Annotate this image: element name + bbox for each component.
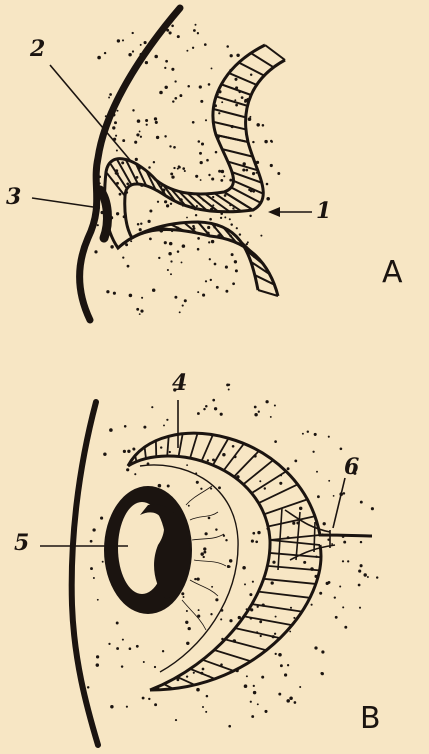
- leader-line-3: [32, 198, 100, 208]
- leader-line-2: [50, 65, 130, 160]
- callout-6: 6: [344, 456, 359, 478]
- callout-3: 3: [6, 186, 21, 208]
- callout-4: 4: [172, 372, 187, 394]
- panel-label-b: B: [360, 704, 381, 734]
- callout-2: 2: [30, 38, 45, 60]
- panel-label-a: A: [382, 258, 403, 288]
- leader-arrow-1: [268, 207, 280, 217]
- panel-a-thickening: [100, 190, 107, 238]
- callout-1: 1: [316, 200, 331, 222]
- leader-line-6: [333, 478, 345, 528]
- panel-b-lens-vesicle: [104, 486, 192, 614]
- panel-b-ectoderm-line: [72, 402, 98, 745]
- callout-5: 5: [14, 532, 29, 554]
